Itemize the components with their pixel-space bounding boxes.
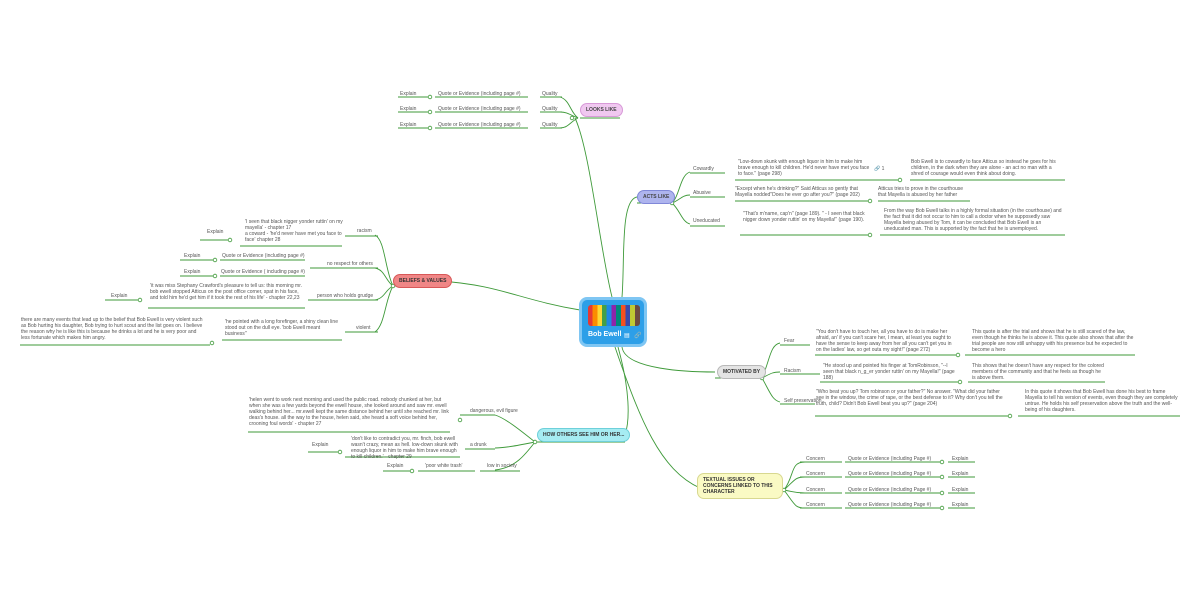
textual-concern-2[interactable]: Concern bbox=[806, 471, 825, 477]
motivated-self-preservation[interactable]: Self preservation bbox=[784, 398, 822, 404]
textual-explain-2[interactable]: Explain bbox=[952, 471, 969, 477]
beliefs-violent-explain[interactable]: there are many events that lead up to th… bbox=[21, 317, 203, 341]
topic-motivated-by[interactable]: MOTIVATED BY bbox=[717, 365, 767, 379]
looks-quality-2[interactable]: Quality bbox=[542, 106, 558, 112]
acts-trait-abusive[interactable]: Abusive bbox=[693, 190, 711, 196]
topic-beliefs-values[interactable]: BELIEFS & VALUES bbox=[393, 274, 453, 288]
beliefs-no-respect-quote-2[interactable]: Quote or Evidence ( including page #) bbox=[221, 269, 305, 275]
acts-quote-uneducated[interactable]: "That's m'name, cap'n" (page 189). " - I… bbox=[743, 211, 865, 223]
motivated-racism[interactable]: Racism bbox=[784, 368, 801, 374]
motivated-racism-explain[interactable]: This shows that he doesn't have any resp… bbox=[972, 363, 1104, 381]
beliefs-racism-explain[interactable]: Explain bbox=[207, 229, 224, 235]
beliefs-grudge[interactable]: person who holds grudge bbox=[317, 293, 374, 299]
acts-explain-uneducated[interactable]: From the way Bob Ewell talks in a highly… bbox=[884, 208, 1062, 232]
link-icon: 🔗 bbox=[874, 166, 881, 172]
motivated-fear-quote[interactable]: "You don't have to touch her, all you ha… bbox=[816, 329, 952, 353]
others-low-society-quote[interactable]: 'poor white trash' bbox=[425, 463, 463, 469]
connector-textual bbox=[614, 346, 701, 489]
beliefs-no-respect-quote-1[interactable]: Quote or Evidence (including page #) bbox=[222, 253, 305, 259]
beliefs-grudge-explain[interactable]: Explain bbox=[111, 293, 128, 299]
textual-quote-2[interactable]: Quote or Evidence (including Page #) bbox=[848, 471, 932, 477]
textual-explain-3[interactable]: Explain bbox=[952, 487, 969, 493]
acts-trait-uneducated[interactable]: Uneducated bbox=[693, 218, 720, 224]
topic-how-others-see[interactable]: HOW OTHERS SEE HIM OR HER... bbox=[537, 428, 631, 442]
beliefs-racism[interactable]: racism bbox=[357, 228, 372, 234]
acts-trait-cowardly[interactable]: Cowardly bbox=[693, 166, 714, 172]
beliefs-no-respect-explain-2[interactable]: Explain bbox=[184, 269, 201, 275]
motivated-fear[interactable]: Fear bbox=[784, 338, 795, 344]
connector-motivated bbox=[621, 346, 716, 373]
acts-explain-abusive[interactable]: Atticus tries to prove in the courthouse… bbox=[878, 186, 964, 198]
topic-acts-like[interactable]: ACTS LIKE bbox=[637, 190, 676, 204]
looks-quote-3[interactable]: Quote or Evidence (including page #) bbox=[438, 122, 521, 128]
central-title: Bob Ewell bbox=[588, 331, 622, 338]
beliefs-violent[interactable]: violent bbox=[356, 325, 371, 331]
looks-explain-2[interactable]: Explain bbox=[400, 106, 417, 112]
looks-quality-1[interactable]: Quality bbox=[542, 91, 558, 97]
acts-quote-abusive[interactable]: "Except when he's drinking?" Said Atticu… bbox=[735, 186, 860, 198]
others-low-society[interactable]: low in society bbox=[487, 463, 517, 469]
others-low-society-explain[interactable]: Explain bbox=[387, 463, 404, 469]
central-topic[interactable]: Bob Ewell ▤ 🔗 bbox=[579, 297, 647, 347]
connector-looks-like bbox=[574, 117, 613, 298]
beliefs-no-respect-explain-1[interactable]: Explain bbox=[184, 253, 201, 259]
central-image bbox=[588, 305, 640, 326]
beliefs-violent-quote[interactable]: 'he pointed with a long forefinger, a sh… bbox=[225, 319, 338, 337]
others-drunk[interactable]: a drunk bbox=[470, 442, 487, 448]
others-dangerous[interactable]: dangerous, evil figure bbox=[470, 408, 518, 414]
textual-concern-3[interactable]: Concern bbox=[806, 487, 825, 493]
acts-explain-cowardly[interactable]: Bob Ewell is to cowardly to face Atticus… bbox=[911, 159, 1056, 177]
acts-quote-cowardly[interactable]: "Low-down skunk with enough liquor in hi… bbox=[738, 159, 870, 177]
textual-concern-1[interactable]: Concern bbox=[806, 456, 825, 462]
textual-quote-4[interactable]: Quote or Evidence (including Page #) bbox=[848, 502, 932, 508]
beliefs-grudge-quote[interactable]: 'it was miss Stephany Crawford's pleasur… bbox=[150, 283, 302, 301]
connector-beliefs bbox=[439, 280, 581, 311]
link-icon[interactable]: 🔗 bbox=[634, 333, 642, 339]
motivated-fear-explain[interactable]: This quote is after the trial and shows … bbox=[972, 329, 1134, 353]
motivated-self-preservation-quote[interactable]: "Who beat you up? Tom robinson or your f… bbox=[816, 389, 1003, 407]
link-count: 1 bbox=[881, 166, 885, 172]
beliefs-no-respect[interactable]: no respect for others bbox=[327, 261, 373, 267]
motivated-self-preservation-explain[interactable]: In this quote it shows that Bob Ewell ha… bbox=[1025, 389, 1178, 413]
others-drunk-quote[interactable]: 'don't like to contradict you, mr. finch… bbox=[351, 436, 458, 460]
connector-acts-like bbox=[621, 196, 638, 298]
textual-quote-3[interactable]: Quote or Evidence (including Page #) bbox=[848, 487, 932, 493]
link-count-badge[interactable]: 🔗 1 bbox=[874, 166, 884, 172]
others-dangerous-quote[interactable]: 'helen went to work next morning and use… bbox=[249, 397, 449, 427]
looks-explain-3[interactable]: Explain bbox=[400, 122, 417, 128]
looks-quality-3[interactable]: Quality bbox=[542, 122, 558, 128]
textual-explain-4[interactable]: Explain bbox=[952, 502, 969, 508]
motivated-racism-quote[interactable]: "He stood up and pointed his finger at T… bbox=[823, 363, 955, 381]
beliefs-racism-quote[interactable]: 'I seen that black nigger yonder ruttin'… bbox=[245, 219, 343, 243]
textual-quote-1[interactable]: Quote or Evidence (including Page #) bbox=[848, 456, 932, 462]
topic-looks-like[interactable]: LOOKS LIKE bbox=[580, 103, 623, 117]
looks-explain-1[interactable]: Explain bbox=[400, 91, 417, 97]
topic-textual-issues[interactable]: TEXTUAL ISSUES OR CONCERNS LINKED TO THI… bbox=[697, 473, 783, 499]
others-drunk-explain[interactable]: Explain bbox=[312, 442, 329, 448]
looks-quote-1[interactable]: Quote or Evidence (including page #) bbox=[438, 91, 521, 97]
textual-explain-1[interactable]: Explain bbox=[952, 456, 969, 462]
note-icon[interactable]: ▤ bbox=[624, 333, 630, 339]
looks-quote-2[interactable]: Quote or Evidence (including page #) bbox=[438, 106, 521, 112]
textual-concern-4[interactable]: Concern bbox=[806, 502, 825, 508]
